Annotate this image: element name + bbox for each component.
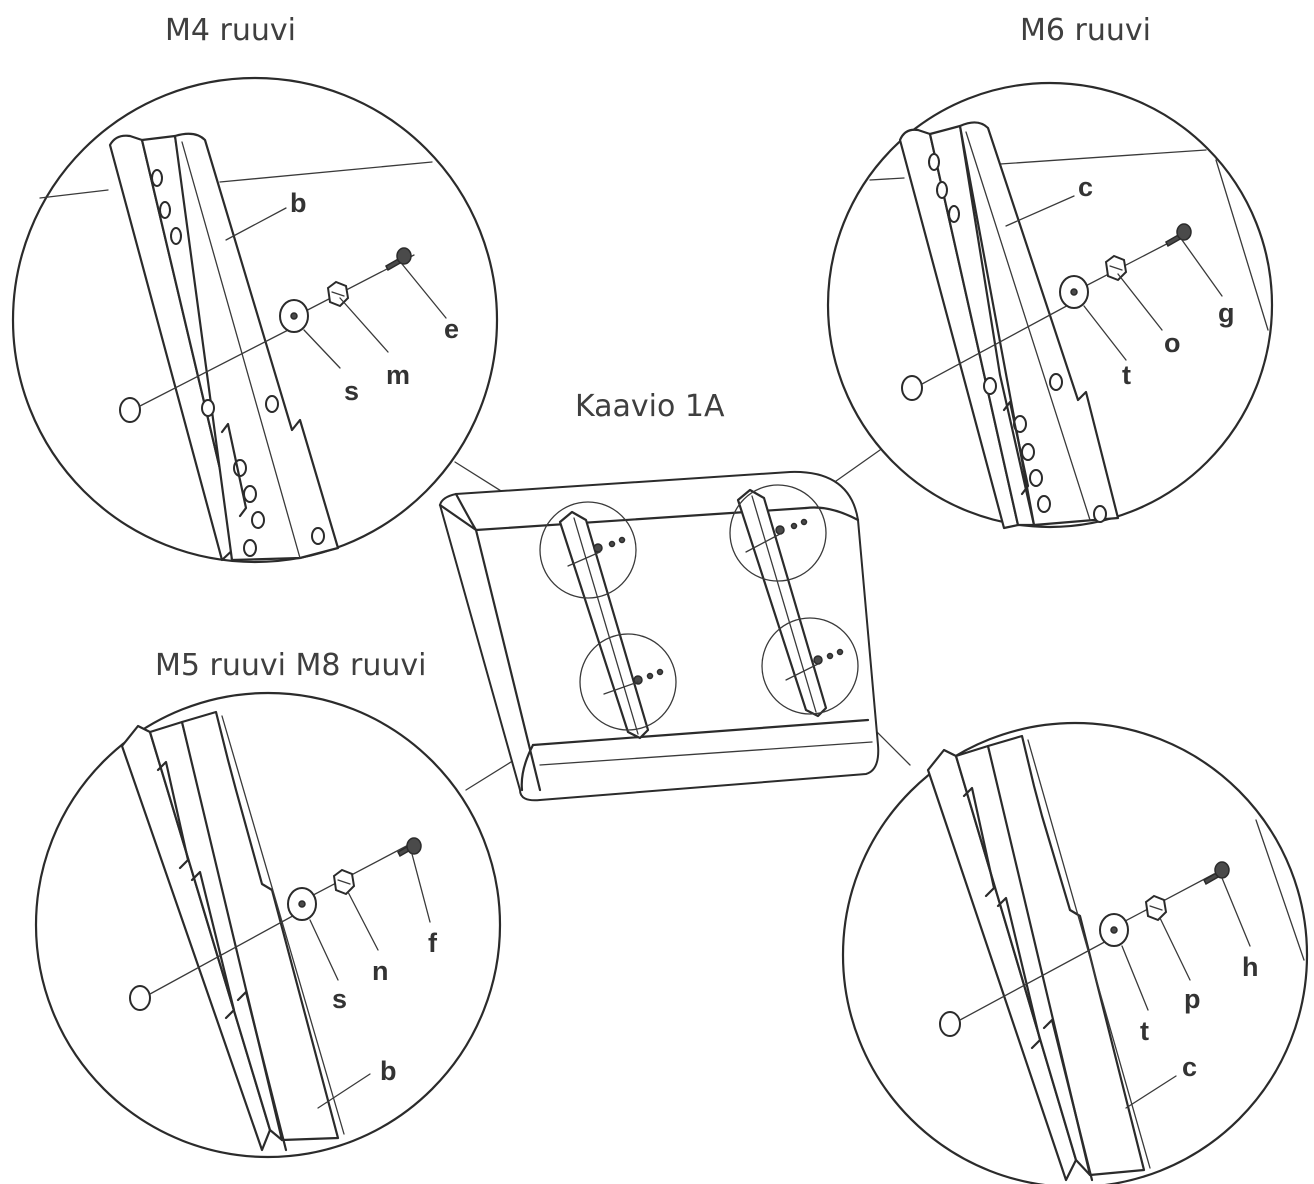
- spacer-m: [326, 280, 350, 308]
- mounting-hole: [901, 375, 923, 401]
- detail-top-left: b s m e: [11, 76, 499, 564]
- label-washer: s: [344, 376, 359, 406]
- detail-top-right: c t o g: [826, 81, 1274, 530]
- label-washer: t: [1140, 1016, 1149, 1046]
- label-rail: b: [290, 188, 307, 218]
- label-screw: f: [428, 928, 438, 958]
- label-washer: t: [1122, 360, 1131, 390]
- detail-bottom-left: s n f b: [34, 691, 502, 1159]
- caption-m5-m8-screw: M5 ruuvi M8 ruuvi: [155, 648, 426, 683]
- label-spacer: p: [1184, 984, 1201, 1014]
- label-screw: h: [1242, 952, 1259, 982]
- tv-back-panel: [438, 470, 880, 802]
- mounting-hole: [129, 985, 151, 1011]
- spacer-n: [332, 868, 356, 896]
- caption-m4-screw: M4 ruuvi: [165, 13, 296, 48]
- screw-g: [1165, 223, 1192, 248]
- spacer-o: [1104, 254, 1128, 282]
- diagram-title: Kaavio 1A: [575, 389, 725, 424]
- label-rail: c: [1182, 1052, 1197, 1082]
- screw-e: [385, 247, 412, 272]
- label-spacer: n: [372, 956, 389, 986]
- label-washer: s: [332, 984, 347, 1014]
- label-rail: c: [1078, 172, 1093, 202]
- mounting-hole: [939, 1011, 961, 1037]
- label-rail: b: [380, 1056, 397, 1086]
- caption-m6-screw: M6 ruuvi: [1020, 13, 1151, 48]
- screw-f: [397, 837, 422, 858]
- spacer-p: [1144, 894, 1168, 922]
- detail-bottom-right: t p h c: [841, 721, 1309, 1184]
- label-screw: g: [1218, 298, 1235, 328]
- mounting-hole: [119, 397, 141, 423]
- label-spacer: m: [386, 360, 410, 390]
- label-spacer: o: [1164, 328, 1181, 358]
- label-screw: e: [444, 314, 459, 344]
